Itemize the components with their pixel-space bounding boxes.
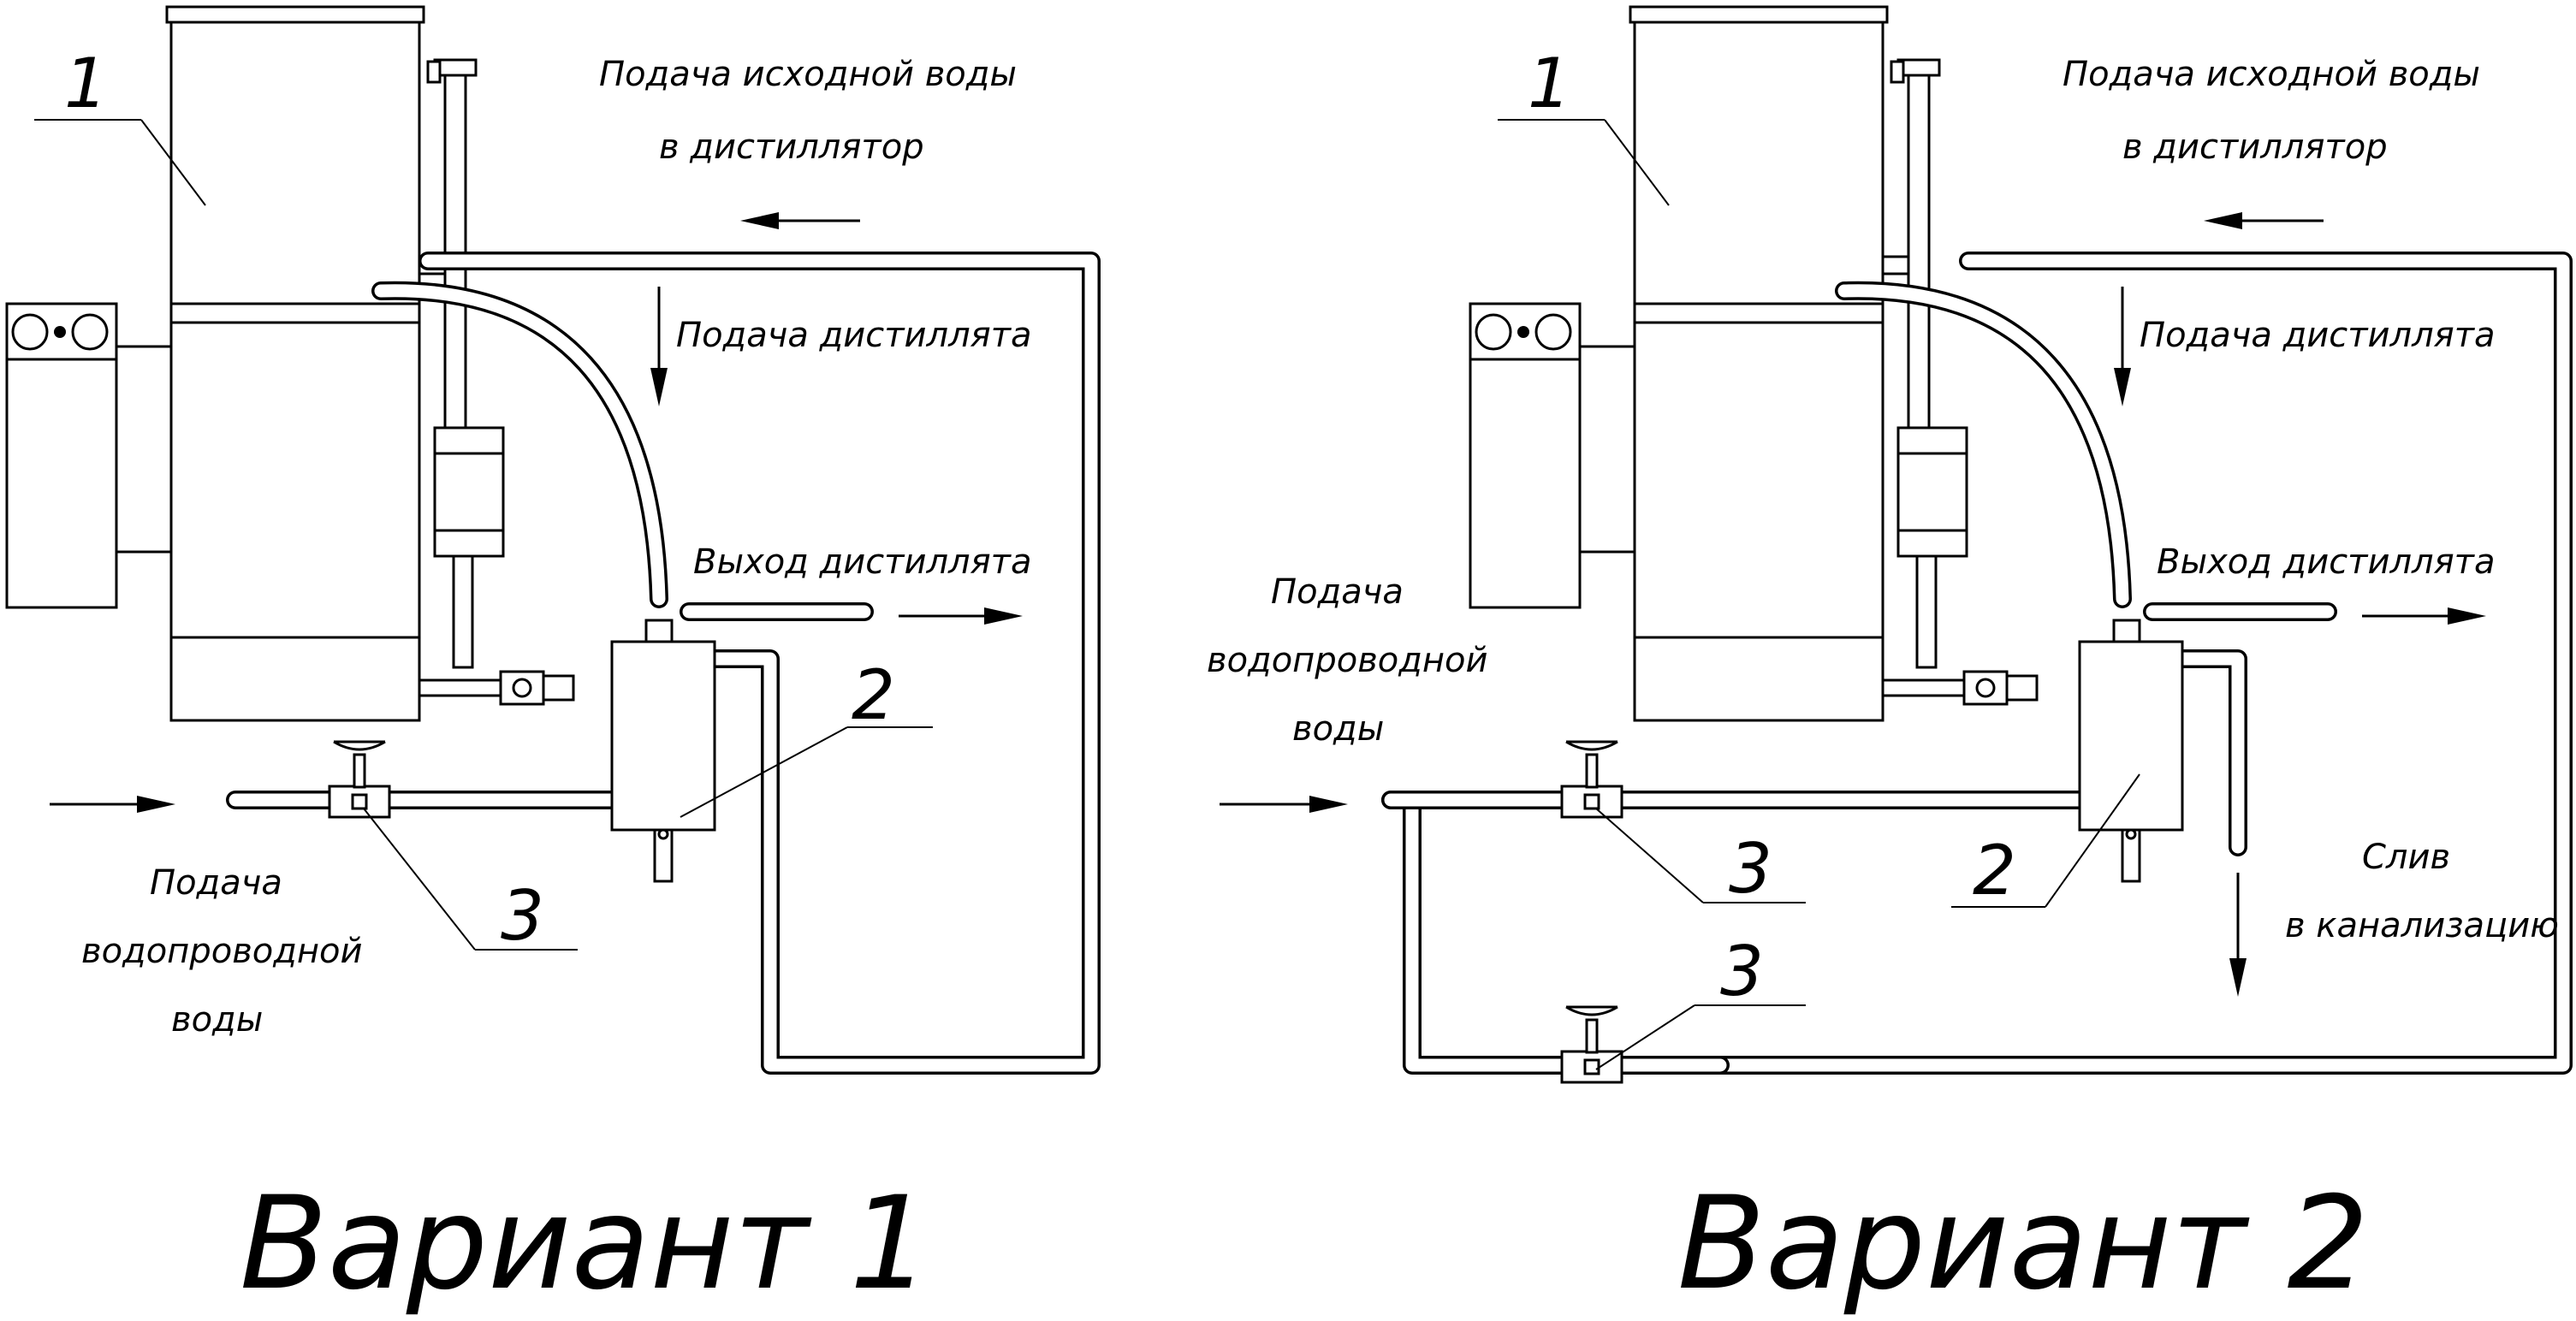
label-feed-distillate: Подача дистиллята bbox=[676, 316, 1032, 355]
arrow-drain-down bbox=[2229, 873, 2247, 997]
label-tap-2-v2: водопроводной bbox=[1207, 641, 1488, 680]
arrow-distillate-down bbox=[650, 287, 668, 406]
valve-3-bottom bbox=[1560, 1005, 1623, 1084]
tap-bypass-line bbox=[1381, 791, 1730, 1075]
arrow-distillate-down-2 bbox=[2114, 287, 2131, 406]
label-out-distillate: Выход дистиллята bbox=[693, 542, 1032, 582]
label-tap-1: Подача bbox=[150, 863, 282, 903]
variant-2-diagram: Подача исходной воды в дистиллятор Подач… bbox=[1207, 5, 2573, 1318]
callout-1-v2: 1 bbox=[1528, 44, 1571, 123]
valve-3-top bbox=[1560, 740, 1623, 819]
arrow-source-left-2 bbox=[2204, 212, 2324, 229]
label-tap-2: водопроводной bbox=[81, 932, 363, 971]
distillate-tube bbox=[371, 281, 668, 608]
label-out-distillate-v2: Выход дистиллята bbox=[2157, 542, 2496, 582]
callout-3-bottom: 3 bbox=[1720, 932, 1764, 1011]
label-feed-source-1: Подача исходной воды bbox=[599, 55, 1017, 94]
callout-3-v2: 3 bbox=[1729, 829, 1772, 909]
arrow-tap-right bbox=[50, 796, 175, 813]
label-feed-source-2: в дистиллятор bbox=[659, 127, 924, 167]
label-feed-distillate-v2: Подача дистиллята bbox=[2140, 316, 2496, 355]
variant-2-title: Вариант 2 bbox=[1677, 1170, 2369, 1318]
valve-3 bbox=[328, 740, 391, 819]
callout-2: 2 bbox=[852, 655, 895, 735]
arrow-tap-right-2 bbox=[1220, 796, 1348, 813]
distillate-tube-2 bbox=[1835, 281, 2132, 608]
callout-3: 3 bbox=[501, 876, 544, 956]
callout-2-v2: 2 bbox=[1973, 831, 2016, 910]
cooler-2-v2 bbox=[2078, 619, 2184, 883]
arrow-outlet-right bbox=[899, 607, 1023, 625]
label-tap-3-v2: воды bbox=[1292, 709, 1384, 749]
label-drain-1: Слив bbox=[2362, 838, 2450, 877]
arrow-source-left bbox=[740, 212, 860, 229]
label-tap-3: воды bbox=[171, 1000, 263, 1040]
variant-1-title: Вариант 1 bbox=[240, 1170, 931, 1318]
cooler-2 bbox=[610, 619, 716, 883]
label-drain-2: в канализацию bbox=[2285, 906, 2559, 945]
label-feed-source-1-v2: Подача исходной воды bbox=[2063, 55, 2480, 94]
drain-pipe bbox=[2173, 649, 2247, 856]
callout-1: 1 bbox=[64, 44, 108, 123]
arrow-outlet-right-2 bbox=[2362, 607, 2486, 625]
label-tap-1-v2: Подача bbox=[1271, 572, 1404, 612]
label-feed-source-2-v2: в дистиллятор bbox=[2122, 127, 2388, 167]
variant-1-diagram: Подача исходной воды в дистиллятор Подач… bbox=[5, 5, 1101, 1318]
